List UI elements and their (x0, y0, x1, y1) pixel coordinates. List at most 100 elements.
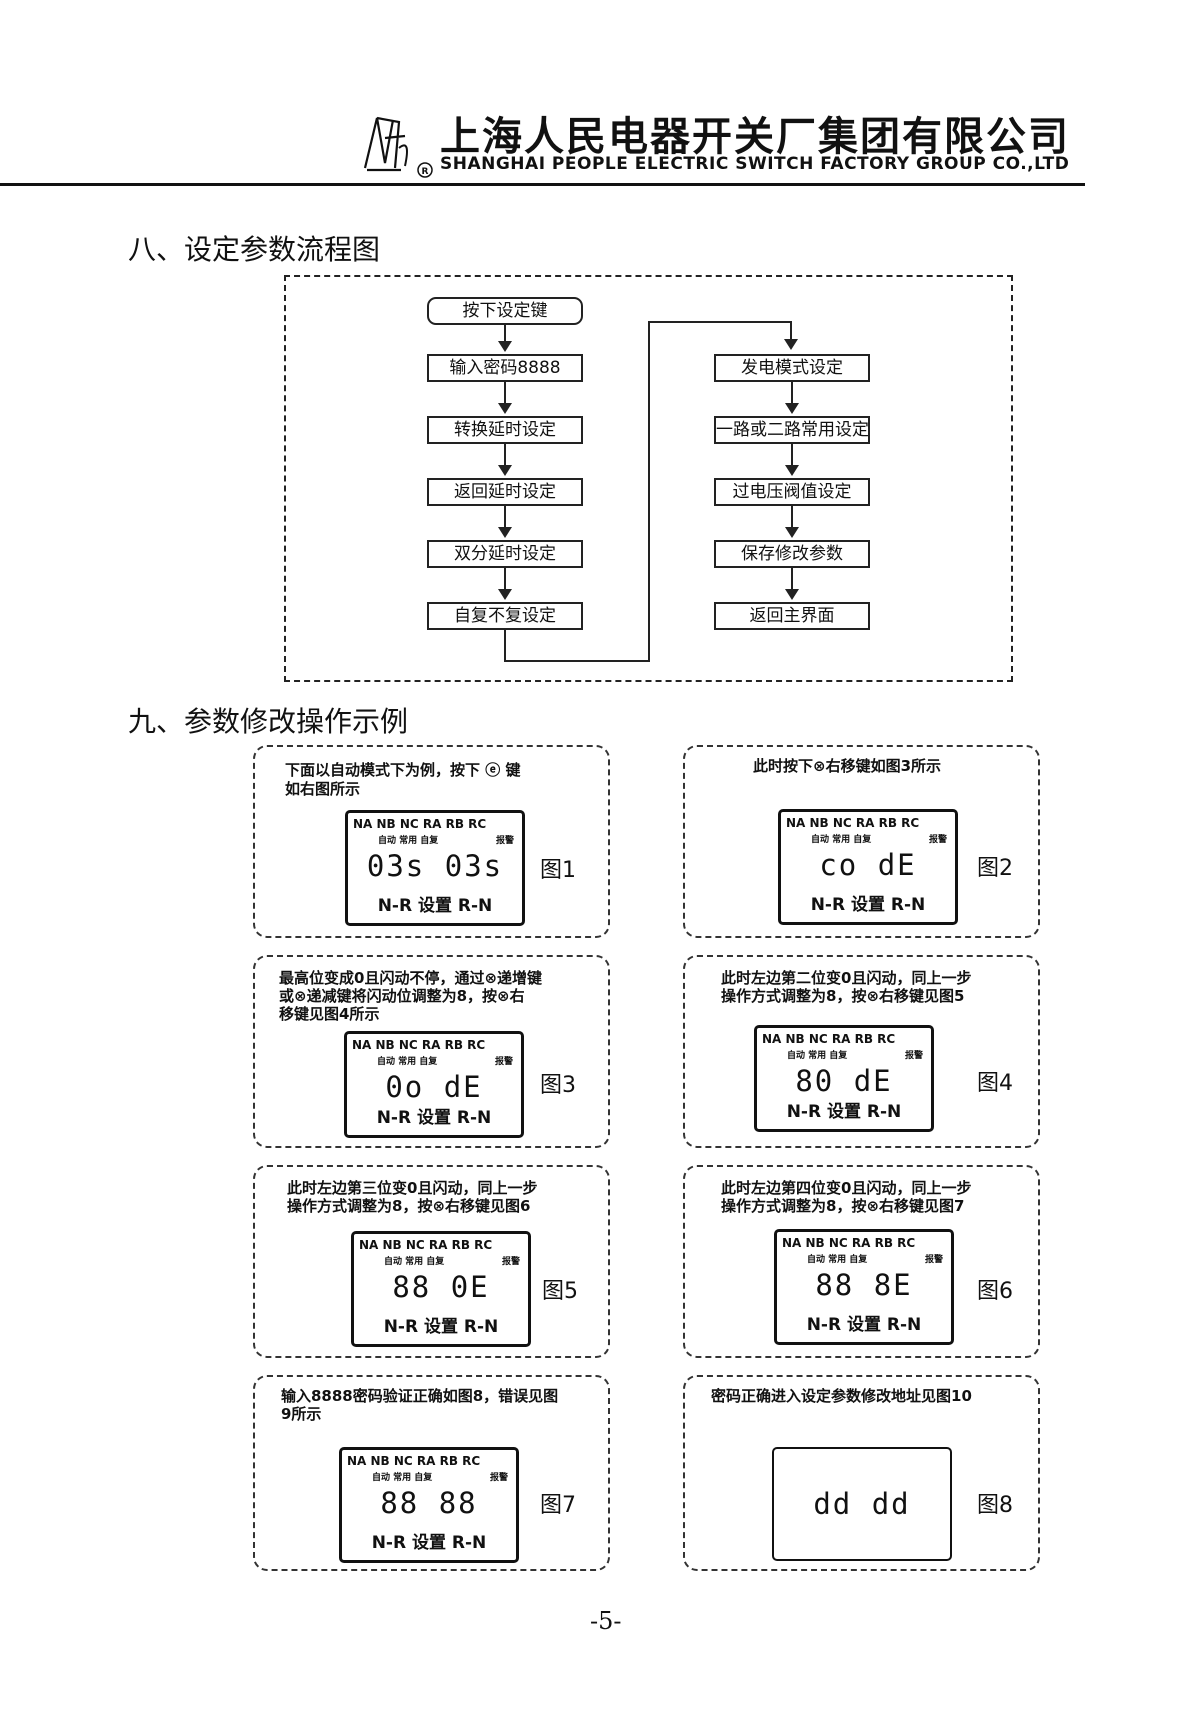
panel-text-line: 此时按下⊗右移键如图3所示 (753, 757, 942, 775)
arrow-down-icon (785, 527, 799, 538)
example-panel-5: 此时左边第三位变0且闪动，同上一步 操作方式调整为8，按⊗右移键见图6 NA N… (253, 1165, 610, 1358)
figure-label: 图4 (977, 1071, 1013, 1096)
lcd-display: NA NB NC RA RB RC 自动 常用 自复 报警 0o dE N-R … (344, 1031, 524, 1138)
panel-text-line: 下面以自动模式下为例，按下 ⓔ 键 (285, 761, 521, 779)
lcd-display: NA NB NC RA RB RC 自动 常用 自复 报警 88 8E N-R … (774, 1229, 954, 1345)
company-logo: R (355, 108, 437, 180)
lcd-display: NA NB NC RA RB RC 自动 常用 自复 报警 co dE N-R … (778, 809, 958, 925)
flow-step-generator-mode: 发电模式设定 (714, 354, 870, 382)
lcd-alarm-label: 报警 (928, 835, 947, 845)
section-9-title: 九、参数修改操作示例 (128, 705, 409, 738)
panel-text-line: 此时左边第三位变0且闪动，同上一步 (287, 1179, 538, 1197)
lcd-status-row: 自动 常用 自复 (384, 1257, 445, 1267)
lcd-alarm-label: 报警 (924, 1255, 943, 1265)
flow-step-auto-return-setting: 自复不复设定 (427, 602, 583, 630)
lcd-status-row: 自动 常用 自复 (787, 1051, 848, 1061)
svg-text:R: R (422, 167, 429, 177)
figure-label: 图7 (540, 1493, 576, 1518)
example-panel-1: 下面以自动模式下为例，按下 ⓔ 键 如右图所示 NA NB NC RA RB R… (253, 745, 610, 938)
arrow-down-icon (498, 527, 512, 538)
panel-text-line: 移键见图4所示 (279, 1005, 380, 1023)
lcd-digits: dd dd (813, 1487, 911, 1521)
arrow-down-icon (498, 465, 512, 476)
lcd-digits: co dE (819, 848, 917, 882)
panel-text-line: 密码正确进入设定参数修改地址见图10 (711, 1387, 972, 1405)
lcd-status-row: 自动 常用 自复 (378, 836, 439, 846)
lcd-status-row: 自动 常用 自复 (372, 1473, 433, 1483)
lcd-indicator-row: NA NB NC RA RB RC (347, 1454, 481, 1468)
lcd-alarm-label: 报警 (904, 1051, 923, 1061)
panel-text-line: 操作方式调整为8，按⊗右移键见图6 (287, 1197, 531, 1215)
lcd-bottom-row: N-R 设置 R-N (371, 1533, 487, 1553)
lcd-indicator-row: NA NB NC RA RB RC (352, 1038, 486, 1052)
figure-label: 图3 (540, 1073, 576, 1098)
figure-label: 图1 (540, 858, 576, 883)
arrow-down-icon (498, 341, 512, 352)
arrow-down-icon (785, 589, 799, 600)
lcd-bottom-row: N-R 设置 R-N (377, 896, 493, 916)
flow-step-save-params: 保存修改参数 (714, 540, 870, 568)
lcd-bottom-row: N-R 设置 R-N (383, 1317, 499, 1337)
lcd-digits: 80 dE (795, 1064, 893, 1098)
example-panel-3: 最高位变成0且闪动不停，通过⊗递增键 或⊗递减键将闪动位调整为8，按⊗右 移键见… (253, 955, 610, 1148)
panel-text-line: 9所示 (281, 1405, 322, 1423)
company-name-cn: 上海人民电器开关厂集团有限公司 (440, 114, 1070, 160)
panel-text-line: 输入8888密码验证正确如图8，错误见图 (281, 1387, 559, 1405)
arrow-down-icon (785, 465, 799, 476)
lcd-alarm-label: 报警 (501, 1257, 520, 1267)
lcd-status-row: 自动 常用 自复 (377, 1057, 438, 1067)
section-8-title: 八、设定参数流程图 (128, 233, 381, 266)
arrow-down-icon (785, 403, 799, 414)
company-name-en: SHANGHAI PEOPLE ELECTRIC SWITCH FACTORY … (440, 154, 1070, 174)
page-number: -5- (590, 1607, 622, 1635)
lcd-bottom-row: N-R 设置 R-N (810, 895, 926, 915)
lcd-bottom-row: N-R 设置 R-N (786, 1102, 902, 1122)
lcd-indicator-row: NA NB NC RA RB RC (359, 1238, 493, 1252)
flow-step-overvoltage-threshold: 过电压阀值设定 (714, 478, 870, 506)
lcd-status-row: 自动 常用 自复 (807, 1255, 868, 1265)
lcd-bottom-row: N-R 设置 R-N (376, 1108, 492, 1128)
flow-step-primary-source: 一路或二路常用设定 (714, 416, 870, 444)
header-divider (0, 183, 1085, 186)
lcd-alarm-label: 报警 (495, 836, 514, 846)
panel-text-line: 如右图所示 (285, 780, 361, 798)
figure-label: 图6 (977, 1279, 1013, 1304)
example-panel-4: 此时左边第二位变0且闪动，同上一步 操作方式调整为8，按⊗右移键见图5 NA N… (683, 955, 1040, 1148)
panel-text-line: 操作方式调整为8，按⊗右移键见图5 (721, 987, 965, 1005)
panel-text-line: 或⊗递减键将闪动位调整为8，按⊗右 (279, 987, 525, 1005)
lcd-digits: 0o dE (385, 1070, 483, 1104)
flow-step-return-main: 返回主界面 (714, 602, 870, 630)
lcd-digits: 88 0E (392, 1270, 490, 1304)
lcd-alarm-label: 报警 (494, 1057, 513, 1067)
arrow-down-icon (784, 339, 798, 350)
panel-text-line: 此时左边第二位变0且闪动，同上一步 (721, 969, 972, 987)
figure-label: 图8 (977, 1493, 1013, 1518)
panel-text-line: 此时左边第四位变0且闪动，同上一步 (721, 1179, 972, 1197)
lcd-indicator-row: NA NB NC RA RB RC (786, 816, 920, 830)
flow-step-transfer-delay: 转换延时设定 (427, 416, 583, 444)
flow-step-double-open-delay: 双分延时设定 (427, 540, 583, 568)
lcd-digits: 88 88 (380, 1486, 478, 1520)
lcd-bottom-row: N-R 设置 R-N (806, 1315, 922, 1335)
lcd-alarm-label: 报警 (489, 1473, 508, 1483)
lcd-indicator-row: NA NB NC RA RB RC (353, 817, 487, 831)
flow-step-press-set-key: 按下设定键 (427, 297, 583, 325)
example-panel-6: 此时左边第四位变0且闪动，同上一步 操作方式调整为8，按⊗右移键见图7 NA N… (683, 1165, 1040, 1358)
lcd-display: dd dd (772, 1447, 952, 1561)
lcd-indicator-row: NA NB NC RA RB RC (782, 1236, 916, 1250)
flow-step-enter-password: 输入密码8888 (427, 354, 583, 382)
flow-step-return-delay: 返回延时设定 (427, 478, 583, 506)
lcd-status-row: 自动 常用 自复 (811, 835, 872, 845)
arrow-down-icon (498, 589, 512, 600)
panel-text-line: 操作方式调整为8，按⊗右移键见图7 (721, 1197, 965, 1215)
figure-label: 图2 (977, 856, 1013, 881)
example-panel-7: 输入8888密码验证正确如图8，错误见图 9所示 NA NB NC RA RB … (253, 1375, 610, 1571)
example-panel-8: 密码正确进入设定参数修改地址见图10 dd dd 图8 (683, 1375, 1040, 1571)
lcd-display: NA NB NC RA RB RC 自动 常用 自复 报警 88 88 N-R … (339, 1447, 519, 1563)
lcd-display: NA NB NC RA RB RC 自动 常用 自复 报警 88 0E N-R … (351, 1231, 531, 1347)
flowchart: 按下设定键 输入密码8888 转换延时设定 返回延时设定 双分延时设定 自复不复… (284, 275, 1013, 682)
example-panel-2: 此时按下⊗右移键如图3所示 NA NB NC RA RB RC 自动 常用 自复… (683, 745, 1040, 938)
lcd-display: NA NB NC RA RB RC 自动 常用 自复 报警 80 dE N-R … (754, 1025, 934, 1132)
lcd-digits: 03s 03s (366, 849, 504, 883)
figure-label: 图5 (542, 1279, 578, 1304)
